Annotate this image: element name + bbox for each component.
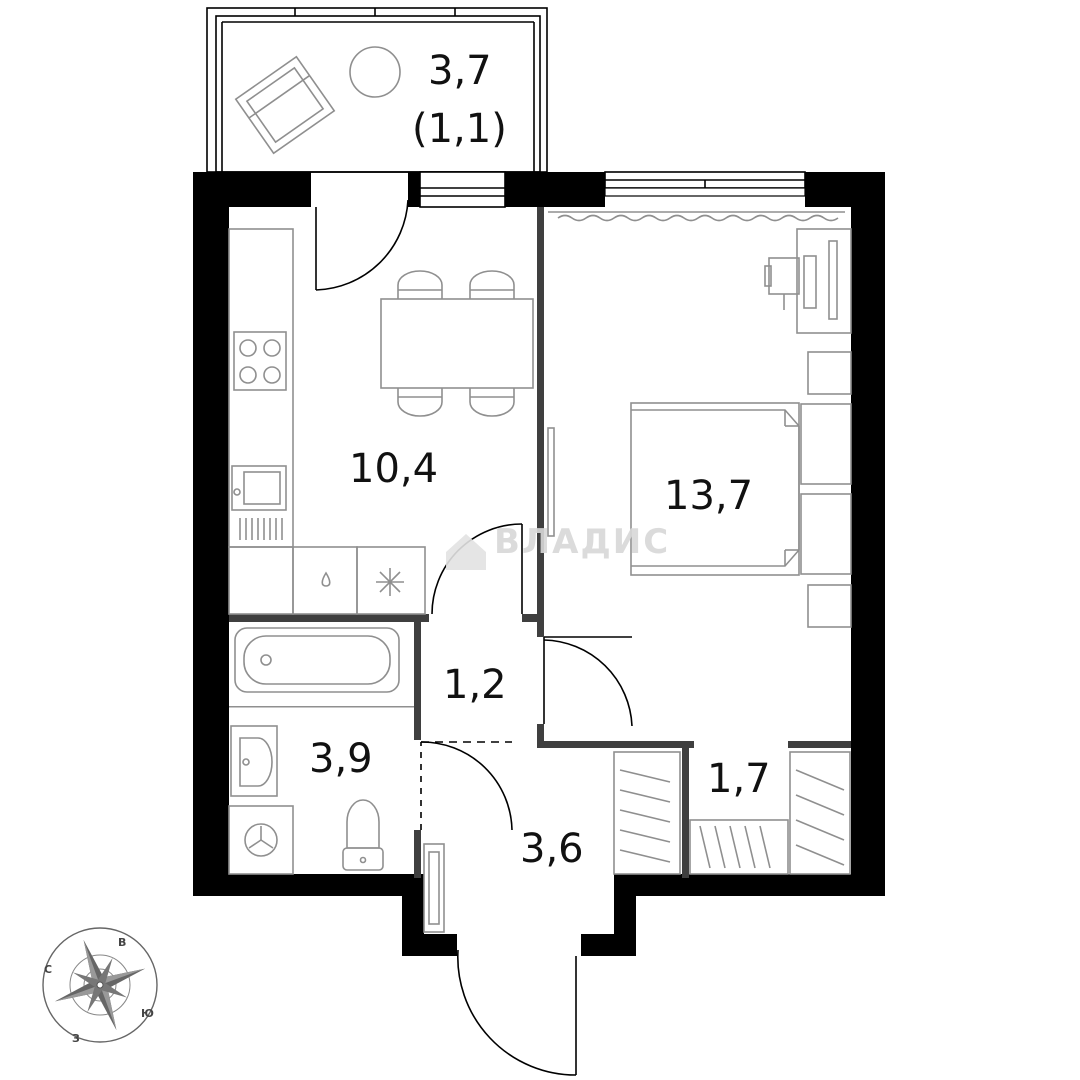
desk-icon bbox=[764, 228, 852, 334]
hallway-furniture bbox=[423, 751, 851, 933]
bed-icon bbox=[630, 402, 852, 576]
washing-machine-symbol-icon bbox=[244, 823, 278, 857]
curtain-icon bbox=[557, 214, 839, 222]
compass-south: Ю bbox=[141, 1007, 154, 1020]
watermark: ВЛАДИС bbox=[446, 522, 670, 570]
balcony-area: 3,7 bbox=[428, 48, 492, 94]
bathroom-area: 3,9 bbox=[309, 736, 373, 782]
bedroom-area: 13,7 bbox=[664, 473, 753, 519]
window-top bbox=[604, 171, 806, 197]
bathroom-fixtures bbox=[228, 627, 414, 875]
round-table-icon bbox=[349, 46, 401, 98]
balcony bbox=[206, 7, 548, 173]
bathtub-icon bbox=[234, 627, 400, 693]
hob-icon bbox=[233, 331, 287, 391]
hallway-area: 3,6 bbox=[520, 826, 584, 872]
outer-walls bbox=[193, 172, 885, 956]
balcony-window bbox=[419, 171, 506, 208]
compass-east: В bbox=[118, 936, 126, 949]
doors bbox=[315, 199, 633, 1076]
water-drop-icon bbox=[321, 571, 331, 587]
watermark-text: ВЛАДИС bbox=[494, 522, 670, 562]
wardrobe-area: 1,7 bbox=[707, 756, 771, 802]
toilet-icon bbox=[342, 799, 384, 871]
kitchen-furniture bbox=[228, 228, 534, 615]
corridor-area: 1,2 bbox=[443, 662, 507, 708]
dishwasher-icon bbox=[239, 518, 283, 540]
kitchen-area: 10,4 bbox=[349, 446, 438, 492]
house-watermark-icon bbox=[446, 534, 486, 570]
washing-machine-icon bbox=[228, 805, 294, 875]
balcony-area-reduced: (1,1) bbox=[412, 106, 507, 152]
compass-rose: С В Ю З bbox=[42, 927, 158, 1045]
compass-north: С bbox=[44, 963, 52, 976]
washbasin-icon bbox=[230, 725, 278, 797]
dining-table-icon bbox=[380, 270, 534, 417]
snowflake-icon bbox=[376, 568, 404, 596]
room-labels: 3,7 (1,1) 10,4 13,7 1,2 3,9 3,6 1,7 bbox=[309, 48, 771, 872]
compass-star-icon bbox=[54, 939, 146, 1031]
nightstand-icon bbox=[807, 351, 852, 395]
armchair-icon bbox=[234, 55, 336, 155]
sink-icon bbox=[231, 465, 287, 511]
interior-walls bbox=[229, 207, 851, 878]
nightstand-icon bbox=[807, 584, 852, 628]
bedroom-furniture bbox=[547, 211, 852, 628]
wardrobe-icon bbox=[613, 751, 681, 875]
walk-in-wardrobe-icon bbox=[689, 751, 851, 875]
compass-west: З bbox=[72, 1032, 80, 1045]
